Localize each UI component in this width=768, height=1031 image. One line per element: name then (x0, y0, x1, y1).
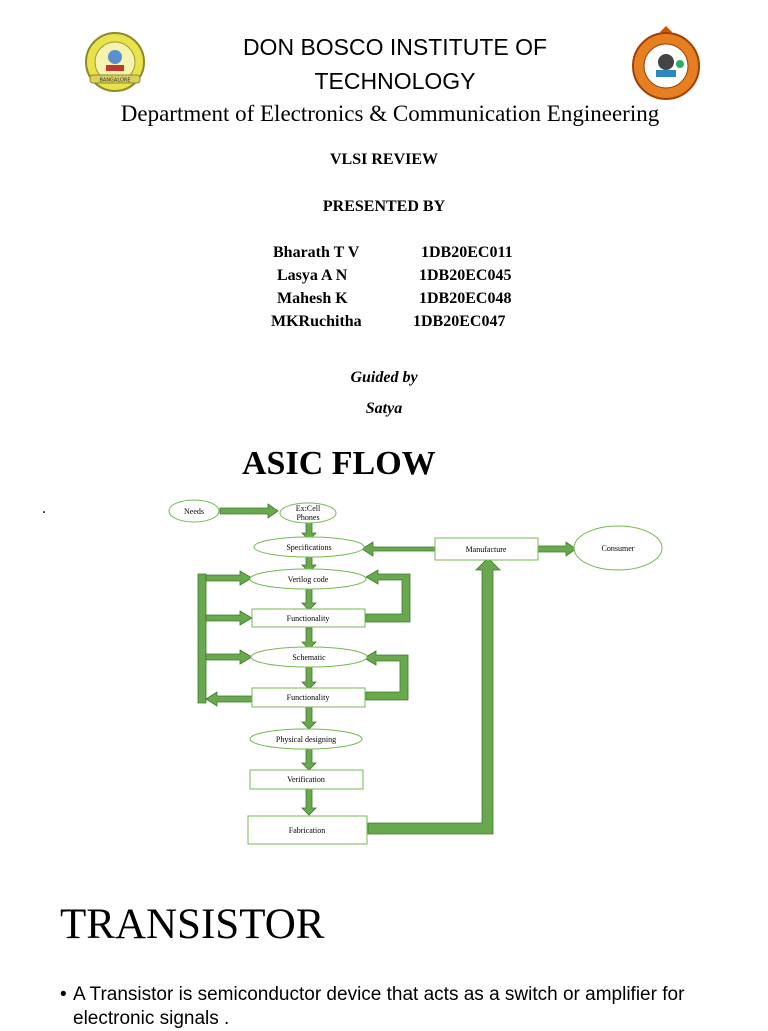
arrow-left-to-verilog (205, 570, 253, 586)
member-name-2: Lasya A N (277, 267, 348, 284)
loop-func1-to-verilog (365, 569, 411, 623)
guided-by-label: Guided by (350, 369, 418, 386)
node-phones (279, 502, 337, 524)
review-title: VLSI REVIEW (329, 151, 439, 168)
institute-name: DON BOSCO INSTITUTE OF TECHNOLOGY (200, 30, 590, 98)
guide-name: Satya (365, 400, 403, 417)
left-feedback-bar (197, 573, 207, 704)
label-fabrication: Fabrication (289, 826, 325, 835)
member-usn-4: 1DB20EC047 (413, 313, 506, 330)
node-fabrication (247, 815, 368, 845)
node-functionality-1 (251, 608, 366, 628)
arrow-verilog-to-func1 (301, 588, 317, 611)
label-physical: Physical designing (276, 735, 336, 744)
arrow-func2-to-physical (301, 706, 317, 730)
bullet-dot: • (60, 984, 67, 1005)
label-functionality-2: Functionality (287, 693, 330, 702)
node-functionality-2 (251, 687, 366, 708)
institute-seal-icon: BANGALORE (85, 32, 145, 92)
asic-flow-diagram: Needs Ex:Cell Phones Specifications Manu… (168, 499, 663, 845)
member-name-1: Bharath T V (273, 244, 360, 261)
label-excell-2: Phones (296, 513, 319, 522)
label-needs: Needs (184, 507, 204, 516)
member-name-3: Mahesh K (277, 290, 348, 307)
arrow-fabrication-to-manufacture (367, 557, 501, 835)
presented-by-label: PRESENTED BY (322, 198, 446, 215)
node-verification (249, 769, 364, 790)
label-functionality-1: Functionality (287, 614, 330, 623)
member-usn-1: 1DB20EC011 (421, 244, 513, 261)
university-emblem-icon (632, 26, 700, 100)
label-schematic: Schematic (292, 653, 326, 662)
label-consumer: Consumer (602, 544, 635, 553)
label-specifications: Specifications (286, 543, 331, 552)
left-logo: BANGALORE (84, 31, 146, 93)
node-schematic (250, 646, 368, 668)
arrow-schematic-to-func2 (301, 666, 317, 690)
member-usn-3: 1DB20EC048 (419, 290, 512, 307)
arrow-spec-to-verilog (301, 556, 317, 573)
label-verilog: Verilog code (288, 575, 329, 584)
loop-func2-to-schematic (363, 650, 409, 701)
node-specifications (253, 536, 365, 558)
arrow-needs-to-phones (219, 503, 279, 519)
institute-name-line2: TECHNOLOGY (314, 68, 476, 94)
node-physical (249, 728, 363, 750)
arrow-phones-to-spec (301, 522, 317, 541)
arrow-func1-to-schematic (301, 627, 317, 650)
arrow-manufacture-to-spec (361, 541, 436, 557)
node-needs (168, 499, 220, 523)
asic-flow-title: ASIC FLOW (242, 445, 436, 482)
label-excell-1: Ex:Cell (296, 504, 321, 513)
transistor-title: TRANSISTOR (60, 901, 325, 948)
member-name-4: MKRuchitha (271, 313, 362, 330)
node-manufacture (434, 537, 539, 561)
label-verification: Verification (287, 775, 325, 784)
arrow-verification-to-fabrication (301, 788, 317, 816)
node-consumer (573, 525, 663, 571)
member-usn-2: 1DB20EC045 (419, 267, 512, 284)
arrow-manufacture-to-consumer (537, 541, 577, 557)
stray-mark: . (42, 500, 46, 517)
right-logo (628, 24, 704, 100)
arrow-left-to-func1 (205, 610, 253, 626)
arrow-physical-to-verification (301, 747, 317, 771)
arrow-left-to-schematic (205, 649, 253, 665)
institute-name-line1: DON BOSCO INSTITUTE OF (242, 34, 548, 60)
department-name: Department of Electronics & Communicatio… (120, 101, 660, 126)
arrow-func2-to-left (205, 691, 253, 707)
node-verilog (249, 568, 367, 590)
left-logo-text: BANGALORE (99, 78, 130, 84)
label-manufacture: Manufacture (466, 545, 507, 554)
